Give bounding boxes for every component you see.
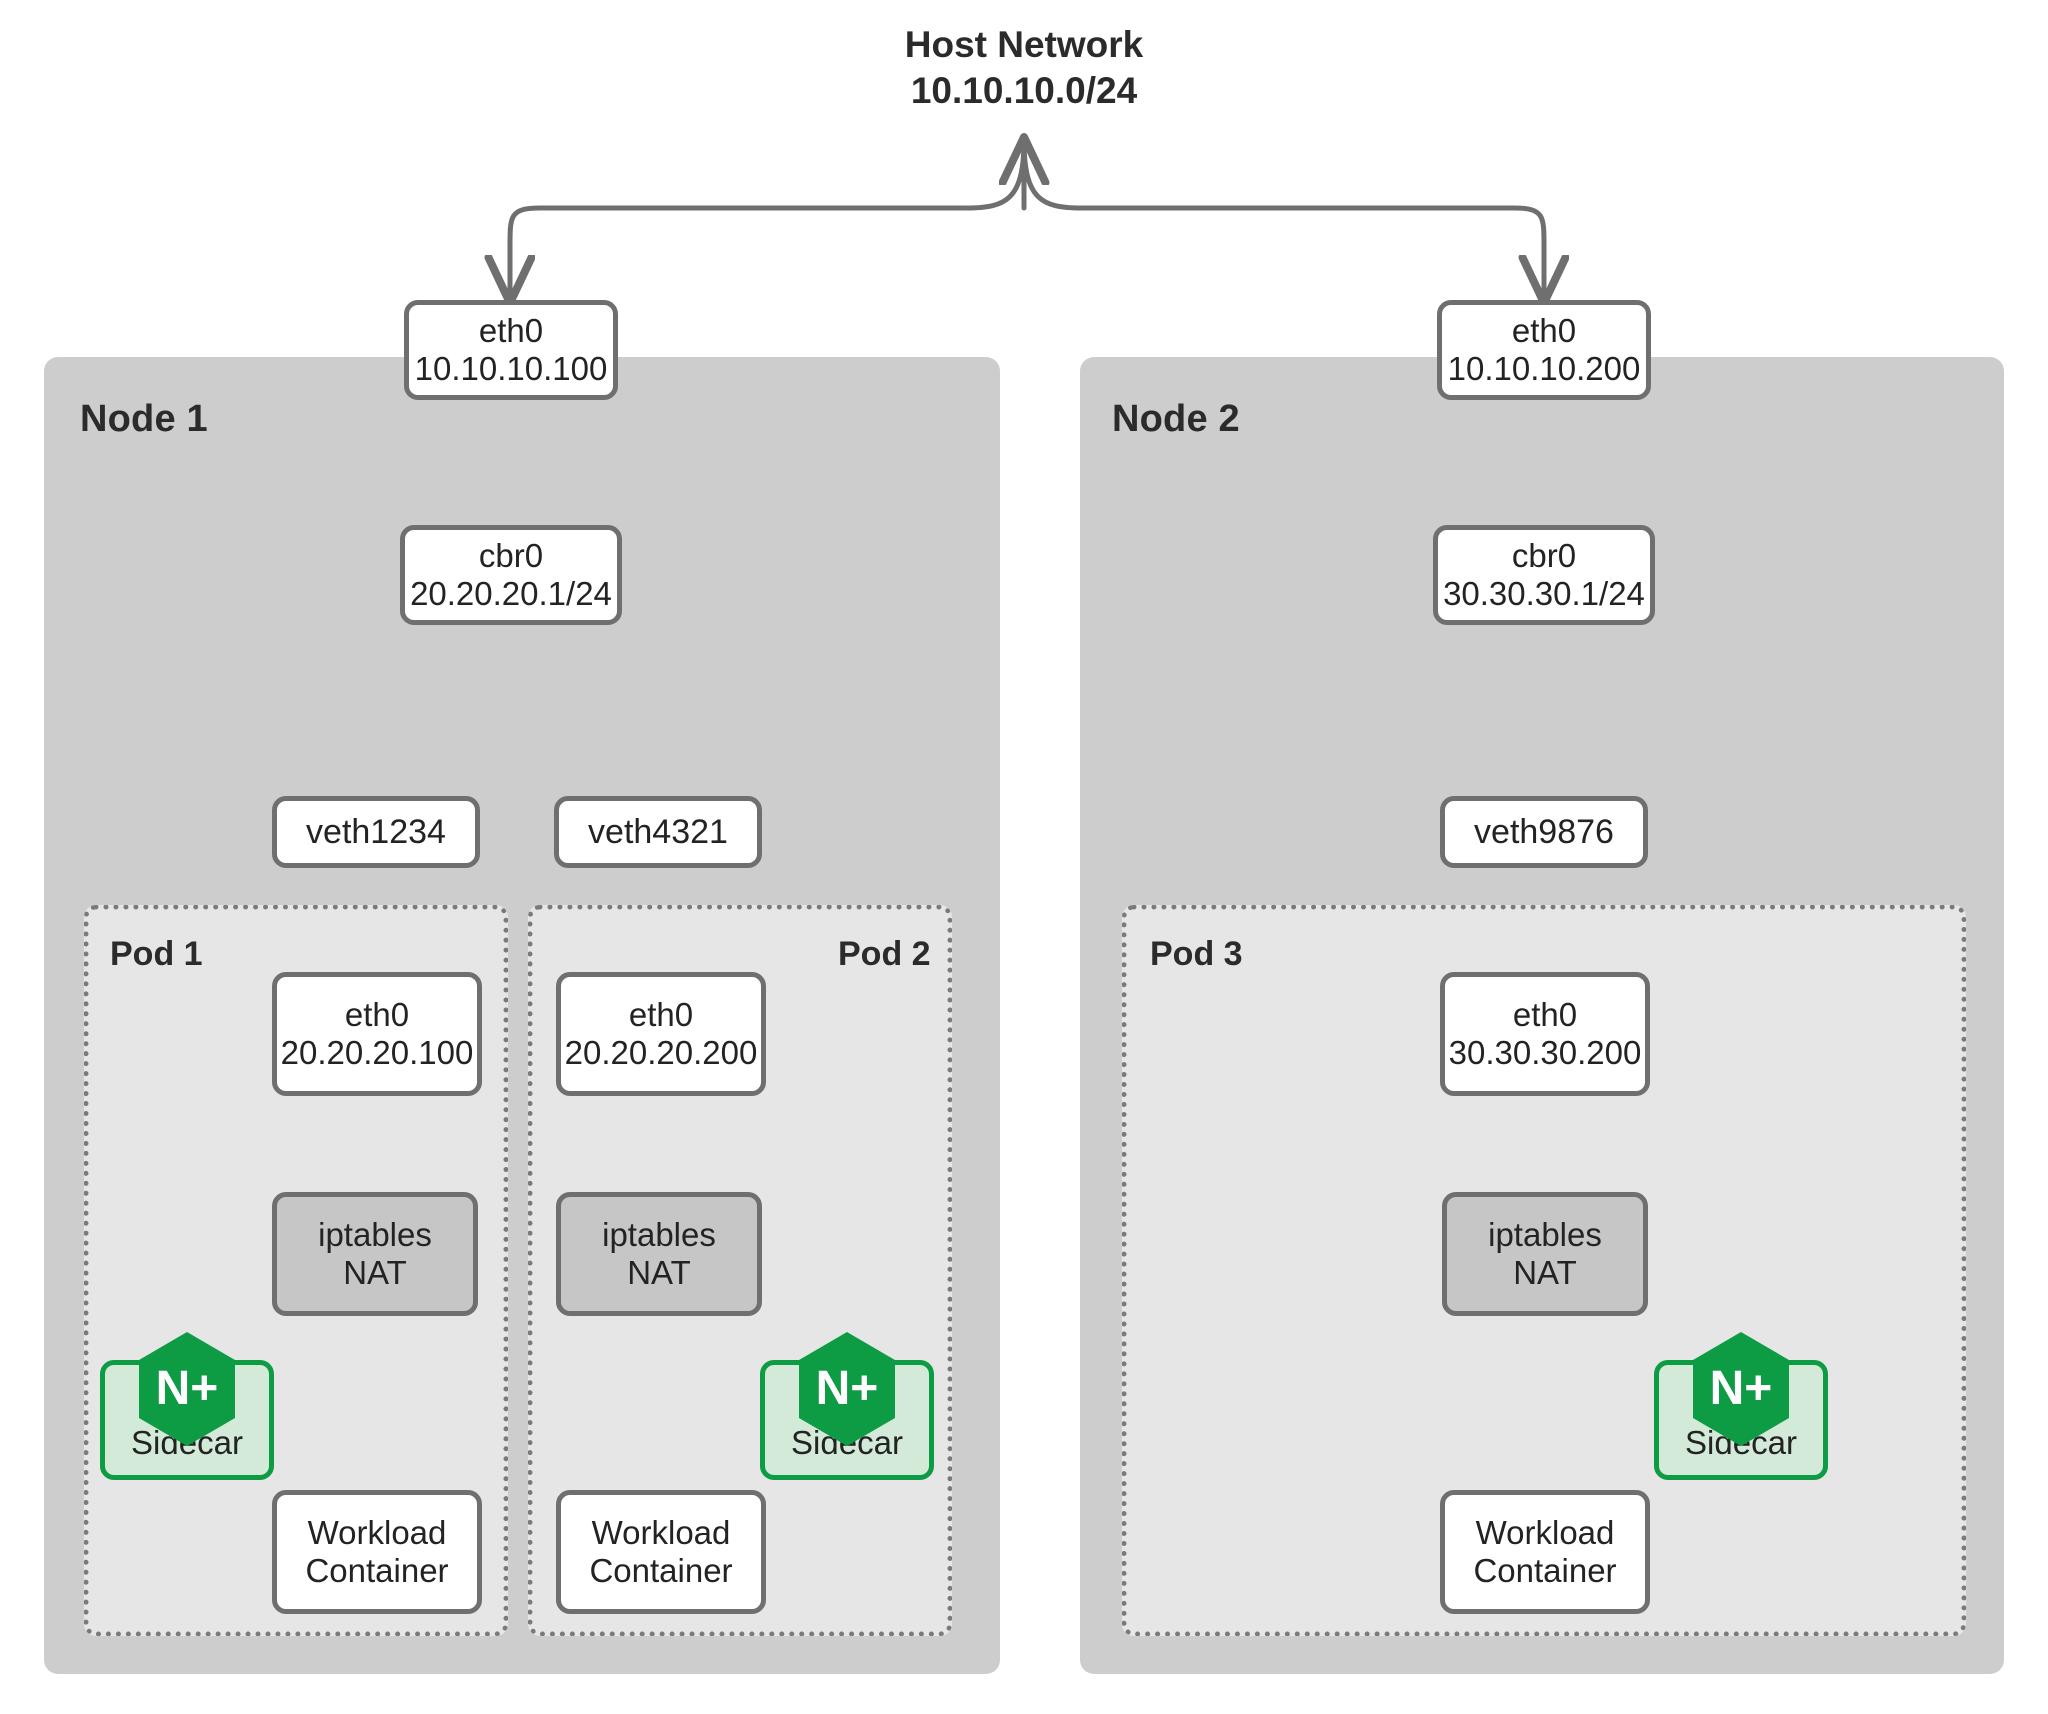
pod-2-workload-line1: Workload [591, 1514, 731, 1552]
node-1-host-eth0[interactable]: eth0 10.10.10.100 [404, 300, 618, 400]
pod-1-workload-container[interactable]: Workload Container [272, 1490, 482, 1614]
svg-text:N+: N+ [816, 1362, 879, 1415]
node-2-host-eth0-name: eth0 [1511, 312, 1577, 350]
pod-2-workload-container[interactable]: Workload Container [556, 1490, 766, 1614]
node-2-host-eth0-ip: 10.10.10.200 [1447, 350, 1641, 387]
pod-3-nat-line1: iptables [1488, 1216, 1602, 1254]
pod-1-workload-line2: Container [305, 1552, 449, 1589]
node-1-bridge-name: cbr0 [478, 537, 544, 575]
pod-3-label: Pod 3 [1150, 935, 1243, 973]
pod-1-eth0[interactable]: eth0 20.20.20.100 [272, 972, 482, 1096]
pod-2-iptables-nat[interactable]: iptables NAT [556, 1192, 762, 1316]
pod-2-eth0[interactable]: eth0 20.20.20.200 [556, 972, 766, 1096]
node-1-veth4321-label: veth4321 [588, 812, 728, 851]
pod-3-eth0[interactable]: eth0 30.30.30.200 [1440, 972, 1650, 1096]
svg-text:N+: N+ [1710, 1362, 1773, 1415]
pod-1-workload-line1: Workload [307, 1514, 447, 1552]
pod-1-nat-line1: iptables [318, 1216, 432, 1254]
pod-3-eth0-ip: 30.30.30.200 [1448, 1034, 1642, 1071]
pod-2-label: Pod 2 [838, 935, 931, 973]
pod-3-workload-container[interactable]: Workload Container [1440, 1490, 1650, 1614]
node-1-label: Node 1 [80, 398, 208, 440]
node-2-bridge-cbr0[interactable]: cbr0 30.30.30.1/24 [1433, 525, 1655, 625]
node-1-veth1234-label: veth1234 [306, 812, 446, 851]
nginx-plus-icon: N+ [139, 1332, 235, 1446]
page-title: Host Network 10.10.10.0/24 [744, 22, 1304, 115]
node-2-bridge-ip: 30.30.30.1/24 [1443, 575, 1645, 612]
node-2-veth9876-label: veth9876 [1474, 812, 1614, 851]
pod-2-workload-line2: Container [589, 1552, 733, 1589]
node-1-veth4321[interactable]: veth4321 [554, 796, 762, 868]
pod-1-nat-line2: NAT [343, 1254, 407, 1291]
pod-3-workload-line1: Workload [1475, 1514, 1615, 1552]
pod-3-workload-line2: Container [1473, 1552, 1617, 1589]
svg-text:N+: N+ [156, 1362, 219, 1415]
pod-2-eth0-name: eth0 [628, 996, 694, 1034]
pod-1-eth0-name: eth0 [344, 996, 410, 1034]
pod-1-eth0-ip: 20.20.20.100 [280, 1034, 474, 1071]
pod-3-nat-line2: NAT [1513, 1254, 1577, 1291]
pod-2-nat-line1: iptables [602, 1216, 716, 1254]
node-1-bridge-cbr0[interactable]: cbr0 20.20.20.1/24 [400, 525, 622, 625]
node-2-label: Node 2 [1112, 398, 1240, 440]
pod-1-iptables-nat[interactable]: iptables NAT [272, 1192, 478, 1316]
pod-1-label: Pod 1 [110, 935, 203, 973]
node-2-veth9876[interactable]: veth9876 [1440, 796, 1648, 868]
node-1-host-eth0-name: eth0 [478, 312, 544, 350]
node-1-host-eth0-ip: 10.10.10.100 [414, 350, 608, 387]
node-1-bridge-ip: 20.20.20.1/24 [410, 575, 612, 612]
host-network-title: Host Network [904, 24, 1144, 65]
pod-2-nat-line2: NAT [627, 1254, 691, 1291]
nginx-plus-icon: N+ [799, 1332, 895, 1446]
node-1-veth1234[interactable]: veth1234 [272, 796, 480, 868]
pod-2-eth0-ip: 20.20.20.200 [564, 1034, 758, 1071]
pod-3-eth0-name: eth0 [1512, 996, 1578, 1034]
node-2-bridge-name: cbr0 [1511, 537, 1577, 575]
node-2-host-eth0[interactable]: eth0 10.10.10.200 [1437, 300, 1651, 400]
host-network-cidr: 10.10.10.0/24 [910, 70, 1138, 112]
pod-3-iptables-nat[interactable]: iptables NAT [1442, 1192, 1648, 1316]
nginx-plus-icon: N+ [1693, 1332, 1789, 1446]
